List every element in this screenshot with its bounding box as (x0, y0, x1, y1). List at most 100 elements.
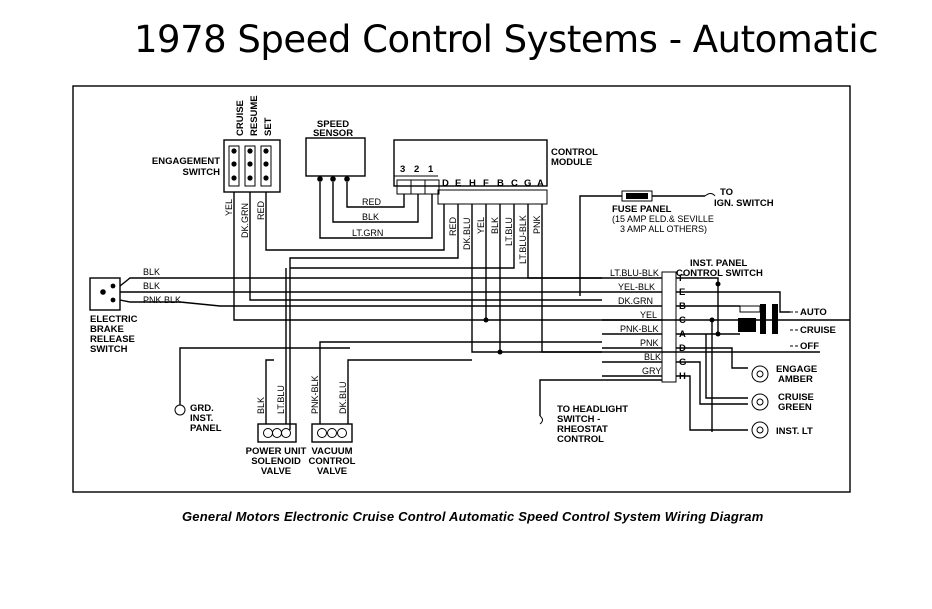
module-pin-h: H (469, 178, 476, 189)
power-label-1: POWER UNIT (246, 446, 307, 457)
power-blk-label: BLK (256, 397, 266, 414)
switch-pos-cruise: CRUISE (800, 325, 836, 336)
switch-pos-off: OFF (800, 341, 819, 352)
engagement-switch: CRUISE RESUME SET ENGAGEMENT SWITCH (152, 95, 281, 193)
lamp-inst-1: INST. LT (776, 426, 813, 437)
mod-ltblublk-label: LT.BLU-BLK (518, 215, 528, 264)
module-pin-c: C (511, 178, 518, 189)
indicator-lamps: ENGAGE AMBER CRUISE GREEN INST. LT (751, 364, 817, 439)
junction-dots (483, 281, 721, 355)
engagement-label-1: ENGAGEMENT (152, 156, 220, 167)
brake-label-2: BRAKE (90, 324, 124, 335)
module-label-1: CONTROL (551, 147, 598, 158)
set-button-label: SET (263, 117, 274, 136)
ign-label-1: TO (720, 187, 733, 198)
fuse-label-3: 3 AMP ALL OTHERS) (620, 224, 707, 234)
vacuum-control-valve: PNK-BLK DK.BLU VACUUM CONTROL VALVE (309, 341, 602, 477)
speed-sensor-label-1: SPEED (317, 119, 349, 130)
page-title: 1978 Speed Control Systems - Automatic (134, 18, 879, 61)
headlight-switch: TO HEADLIGHT SWITCH - RHEOSTAT CONTROL (539, 379, 662, 445)
brake-label-3: RELEASE (90, 334, 135, 345)
brake-label-1: ELECTRIC (90, 314, 138, 325)
fuse-label-1: FUSE PANEL (612, 204, 672, 215)
control-module: 3 2 1 D E H F B C G A CONTROL MODULE (393, 139, 598, 205)
ground-label-2: INST. (190, 413, 213, 424)
brake-blk1-label: BLK (143, 267, 160, 277)
panel-wire-dkgrn: DK.GRN (618, 296, 653, 306)
mod-blk-label: BLK (490, 217, 500, 234)
panel-wire-yelblk: YEL-BLK (618, 282, 655, 292)
panel-switch-label-1: INST. PANEL (690, 258, 748, 269)
control-switch-mechanism: AUTO CRUISE OFF (738, 304, 836, 352)
eng-yel-label: YEL (224, 199, 234, 216)
module-pin-b: B (497, 178, 504, 189)
diagram-frame (72, 85, 851, 493)
headlight-label-1: TO HEADLIGHT (557, 404, 628, 415)
module-pin-2: 2 (414, 164, 419, 175)
lamp-cruise-1: CRUISE (778, 392, 814, 403)
panel-wire-gry: GRY (642, 366, 661, 376)
fuse-panel: TO IGN. SWITCH FUSE PANEL (15 AMP ELD.& … (579, 187, 774, 296)
mod-dkblu-label: DK.BLU (462, 217, 472, 250)
panel-wire-ltblublk: LT.BLU-BLK (610, 268, 659, 278)
panel-wire-pnkblk: PNK-BLK (620, 324, 659, 334)
ground-label-1: GRD. (190, 403, 214, 414)
power-unit-valve: BLK LT.BLU POWER UNIT SOLENOID VALVE (246, 268, 307, 477)
module-pin-g: G (524, 178, 531, 189)
mod-pnk-label: PNK (532, 215, 542, 234)
panel-wire-pnk: PNK (640, 338, 659, 348)
module-pin-d: D (442, 178, 449, 189)
headlight-label-3: RHEOSTAT (557, 424, 608, 435)
brake-pnkblk-label: PNK BLK (143, 295, 181, 305)
vacuum-label-3: VALVE (317, 466, 347, 477)
power-label-2: SOLENOID (251, 456, 301, 467)
module-pin-3: 3 (400, 164, 405, 175)
ign-label-2: IGN. SWITCH (714, 198, 774, 209)
module-pin-1: 1 (428, 164, 434, 175)
lamp-engage-1: ENGAGE (776, 364, 817, 375)
mod-ltblu-label: LT.BLU (504, 217, 514, 246)
panel-wire-blk: BLK (644, 352, 661, 362)
speed-sensor-label-2: SENSOR (313, 128, 353, 139)
eng-red-label: RED (256, 200, 266, 220)
module-pin-a: A (537, 178, 544, 189)
mod-yel-label: YEL (476, 217, 486, 234)
module-label-2: MODULE (551, 157, 592, 168)
brake-wires (119, 277, 602, 307)
brake-label-4: SWITCH (90, 344, 128, 355)
diagram-caption: General Motors Electronic Cruise Control… (182, 509, 764, 524)
sensor-red-label: RED (362, 197, 382, 207)
vacuum-label-2: CONTROL (309, 456, 356, 467)
headlight-label-2: SWITCH - (557, 414, 600, 425)
power-label-3: VALVE (261, 466, 291, 477)
vacuum-label-1: VACUUM (312, 446, 353, 457)
brake-release-switch: ELECTRIC BRAKE RELEASE SWITCH (89, 277, 138, 355)
cruise-button-label: CRUISE (235, 100, 246, 136)
resume-button-label: RESUME (249, 95, 260, 136)
ground-inst-panel: GRD. INST. PANEL (174, 347, 350, 434)
panel-wire-yel: YEL (640, 310, 657, 320)
lamp-engage-2: AMBER (778, 374, 813, 385)
ground-label-3: PANEL (190, 423, 222, 434)
sensor-ltgrn-label: LT.GRN (352, 228, 383, 238)
power-ltblu-label: LT.BLU (276, 385, 286, 414)
mod-red-label: RED (448, 216, 458, 236)
vacuum-pnkblk-label: PNK-BLK (310, 375, 320, 414)
sensor-wires (319, 182, 433, 239)
panel-switch-label-2: CONTROL SWITCH (676, 268, 763, 279)
speed-sensor: SPEED SENSOR (305, 119, 366, 182)
module-pin-e: E (455, 178, 461, 189)
panel-switch-wires (676, 277, 790, 432)
brake-blk2-label: BLK (143, 281, 160, 291)
switch-pos-auto: AUTO (800, 307, 827, 318)
vacuum-dkblu-label: DK.BLU (338, 381, 348, 414)
engagement-label-2: SWITCH (183, 167, 221, 178)
sensor-blk-label: BLK (362, 212, 379, 222)
eng-dkgrn-label: DK.GRN (240, 203, 250, 238)
panel-pin-c: C (679, 315, 686, 326)
headlight-label-4: CONTROL (557, 434, 604, 445)
module-pin-f: F (483, 178, 489, 189)
fuse-label-2: (15 AMP ELD.& SEVILLE (612, 214, 714, 224)
lamp-cruise-2: GREEN (778, 402, 812, 413)
